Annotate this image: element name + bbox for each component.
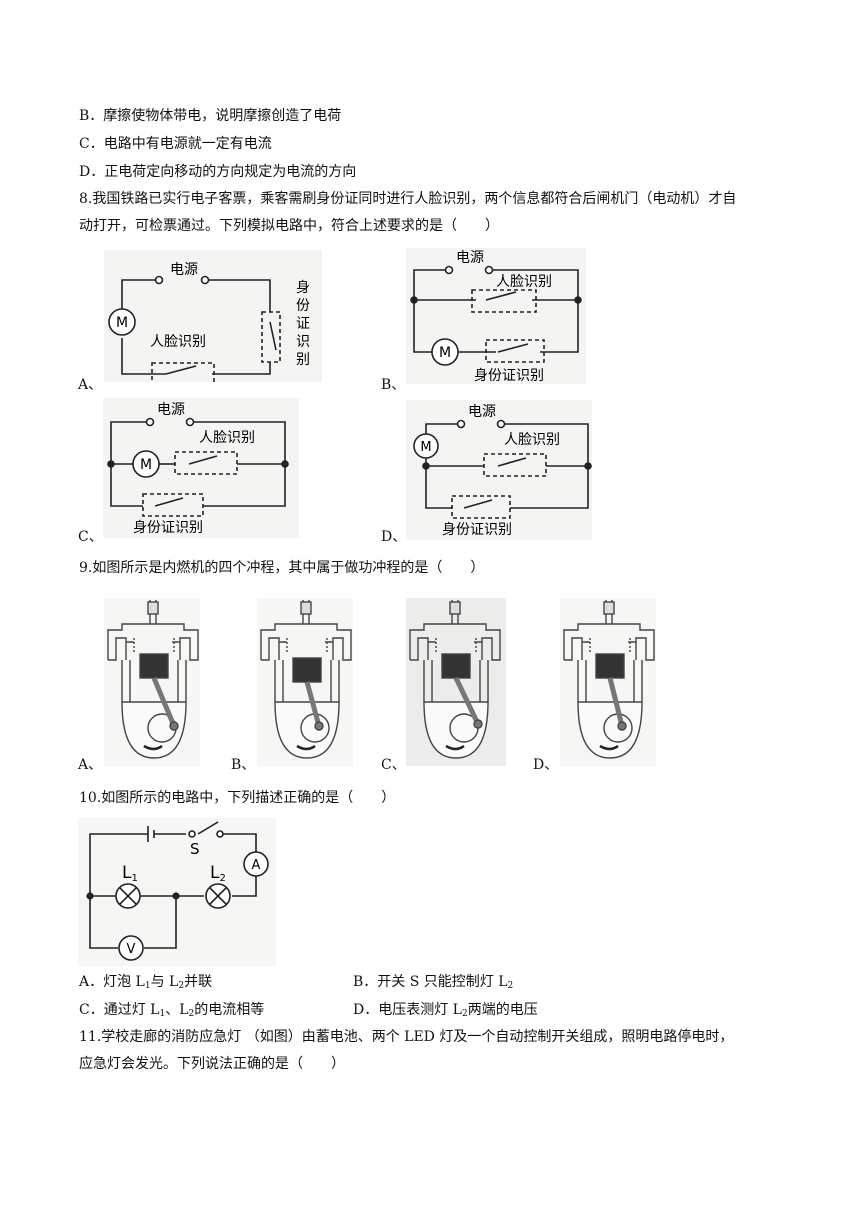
q8b-label-face: 人脸识别 <box>496 274 552 290</box>
q8-circuit-c: 电源 人脸识别 M 身份证识别 <box>103 398 299 538</box>
q9-option-a: A、 <box>78 757 103 773</box>
q8d-label-face: 人脸识别 <box>504 432 560 448</box>
q10-circuit-diagram: S A V L1 L2 <box>86 821 269 961</box>
q9-engine-c <box>406 598 506 766</box>
q8a-label-id: 身 份 证 识 别 <box>296 280 310 368</box>
q8b-label-id: 身份证识别 <box>474 368 544 384</box>
svg-text:份: 份 <box>296 298 310 314</box>
q8-circuit-a-diagram: 电源 M 人脸识别 身 份 证 识 别 <box>108 262 310 384</box>
q8-circuit-d-diagram: 电源 人脸识别 M 身份证识别 <box>413 404 592 538</box>
q8d-label-source: 电源 <box>468 404 496 420</box>
q8-stem-line1: 8.我国铁路已实行电子客票，乘客需刷身份证同时进行人脸识别，两个信息都符合后闸机… <box>79 191 737 207</box>
q7-option-d: D．正电荷定向移动的方向规定为电流的方向 <box>79 164 357 180</box>
q9-engine-b-diagram <box>260 600 352 759</box>
q9-option-c: C、 <box>381 757 406 773</box>
q7-option-b: B．摩擦使物体带电，说明摩擦创造了电荷 <box>79 108 342 124</box>
q9-engine-a <box>104 598 200 766</box>
q10-circuit: S A V L1 L2 <box>78 818 276 966</box>
q8-option-c: C、 <box>78 529 103 545</box>
q10-voltmeter-label: V <box>127 942 136 957</box>
q8-option-d: D、 <box>381 529 407 545</box>
q8-circuit-b-diagram: 电源 人脸识别 M 身份证识别 <box>410 250 582 384</box>
q9-engine-d <box>560 598 656 766</box>
q8b-label-source: 电源 <box>456 250 484 266</box>
q10-l1-label: L1 <box>122 863 138 884</box>
q8-option-a: A、 <box>78 377 103 393</box>
q10-option-c: C．通过灯 L1、L2的电流相等 <box>79 1002 265 1019</box>
q8-circuit-b: 电源 人脸识别 M 身份证识别 <box>406 248 586 384</box>
q9-stem: 9.如图所示是内燃机的四个冲程，其中属于做功冲程的是（ ） <box>79 560 485 576</box>
svg-text:身: 身 <box>296 280 310 296</box>
q9-option-b: B、 <box>231 757 256 773</box>
q8a-label-source: 电源 <box>170 262 198 278</box>
q8-circuit-a: 电源 M 人脸识别 身 份 证 识 别 <box>104 250 322 384</box>
q11-stem-line1: 11.学校走廊的消防应急灯 （如图）由蓄电池、两个 LED 灯及一个自动控制开关… <box>79 1029 734 1045</box>
q10-option-d: D．电压表测灯 L2两端的电压 <box>353 1002 538 1019</box>
q9-engine-c-diagram <box>409 600 501 759</box>
q9-engine-a-diagram <box>107 600 199 759</box>
q10-option-a: A．灯泡 L1与 L2并联 <box>79 974 213 991</box>
q8a-label-face: 人脸识别 <box>150 334 206 350</box>
svg-text:证: 证 <box>296 316 310 332</box>
q10-option-b: B．开关 S 只能控制灯 L2 <box>353 974 514 991</box>
q8-circuit-c-diagram: 电源 人脸识别 M 身份证识别 <box>107 402 289 536</box>
q9-engine-b <box>257 598 353 766</box>
q8d-label-motor: M <box>420 440 431 455</box>
svg-text:别: 别 <box>296 352 310 368</box>
q8a-label-motor: M <box>116 315 128 331</box>
q8-option-b: B、 <box>381 377 406 393</box>
q8-circuit-d: 电源 人脸识别 M 身份证识别 <box>406 400 592 540</box>
q10-stem: 10.如图所示的电路中，下列描述正确的是（ ） <box>79 790 396 806</box>
q11-stem-line2: 应急灯会发光。下列说法正确的是（ ） <box>79 1056 345 1072</box>
q8d-label-id: 身份证识别 <box>442 522 512 538</box>
svg-text:识: 识 <box>296 334 310 350</box>
q8-stem-line2: 动打开，可检票通过。下列模拟电路中，符合上述要求的是（ ） <box>79 218 499 234</box>
q9-option-d: D、 <box>533 757 559 773</box>
q8c-label-face: 人脸识别 <box>199 430 255 446</box>
q10-switch-label: S <box>190 840 200 858</box>
q8c-label-motor: M <box>140 457 152 473</box>
q8c-label-source: 电源 <box>157 402 185 418</box>
q8c-label-id: 身份证识别 <box>133 520 203 536</box>
q7-option-c: C．电路中有电源就一定有电流 <box>79 136 272 152</box>
q8b-label-motor: M <box>439 345 451 361</box>
q10-ammeter-label: A <box>252 858 261 873</box>
q10-l2-label: L2 <box>210 863 226 884</box>
q9-engine-d-diagram <box>563 600 655 759</box>
